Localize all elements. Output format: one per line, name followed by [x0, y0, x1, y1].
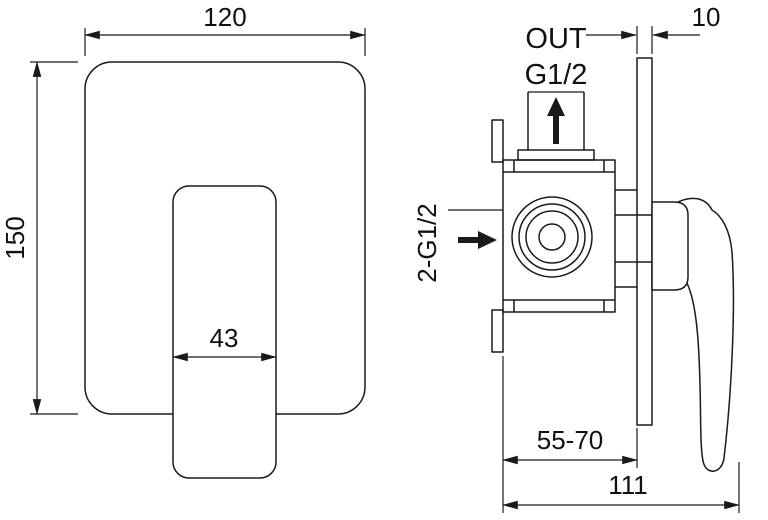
valve-body	[491, 119, 616, 353]
dim-handle-width: 43	[172, 323, 277, 362]
dim-install-depth: 55-70	[502, 356, 638, 513]
dim-handle-width-label: 43	[210, 323, 239, 353]
outlet-label-thread: G1/2	[525, 59, 588, 91]
flow-in-arrow-icon	[458, 231, 497, 249]
side-handle-hub	[651, 201, 689, 291]
front-handle	[172, 185, 277, 479]
dim-front-width-label: 120	[203, 2, 246, 32]
dim-front-height: 150	[0, 61, 78, 415]
dim-install-depth-label: 55-70	[537, 425, 604, 455]
dim-overall-depth-label: 111	[608, 470, 648, 500]
inlet-label: 2-G1/2	[412, 203, 442, 283]
side-plate	[636, 57, 653, 426]
mounting-ear-top	[491, 119, 504, 163]
outlet-label-out: OUT	[525, 23, 587, 55]
outlet-port	[517, 91, 595, 161]
flow-out-arrow-icon	[547, 97, 565, 144]
dim-plate-thickness: 10	[586, 2, 720, 54]
front-view: 120 150 43	[0, 2, 366, 479]
dim-overall-depth: 111	[502, 462, 740, 513]
dim-front-width: 120	[84, 2, 366, 56]
side-handle-lever	[673, 197, 735, 472]
dim-front-height-label: 150	[0, 216, 30, 259]
cartridge-circles	[511, 196, 593, 278]
side-view: 10 OUT G1/2	[412, 2, 740, 513]
valve-stem	[615, 189, 652, 288]
inlet-annotation: 2-G1/2	[412, 203, 503, 283]
dim-plate-thickness-label: 10	[692, 2, 721, 32]
mounting-ear-bottom	[491, 309, 504, 353]
